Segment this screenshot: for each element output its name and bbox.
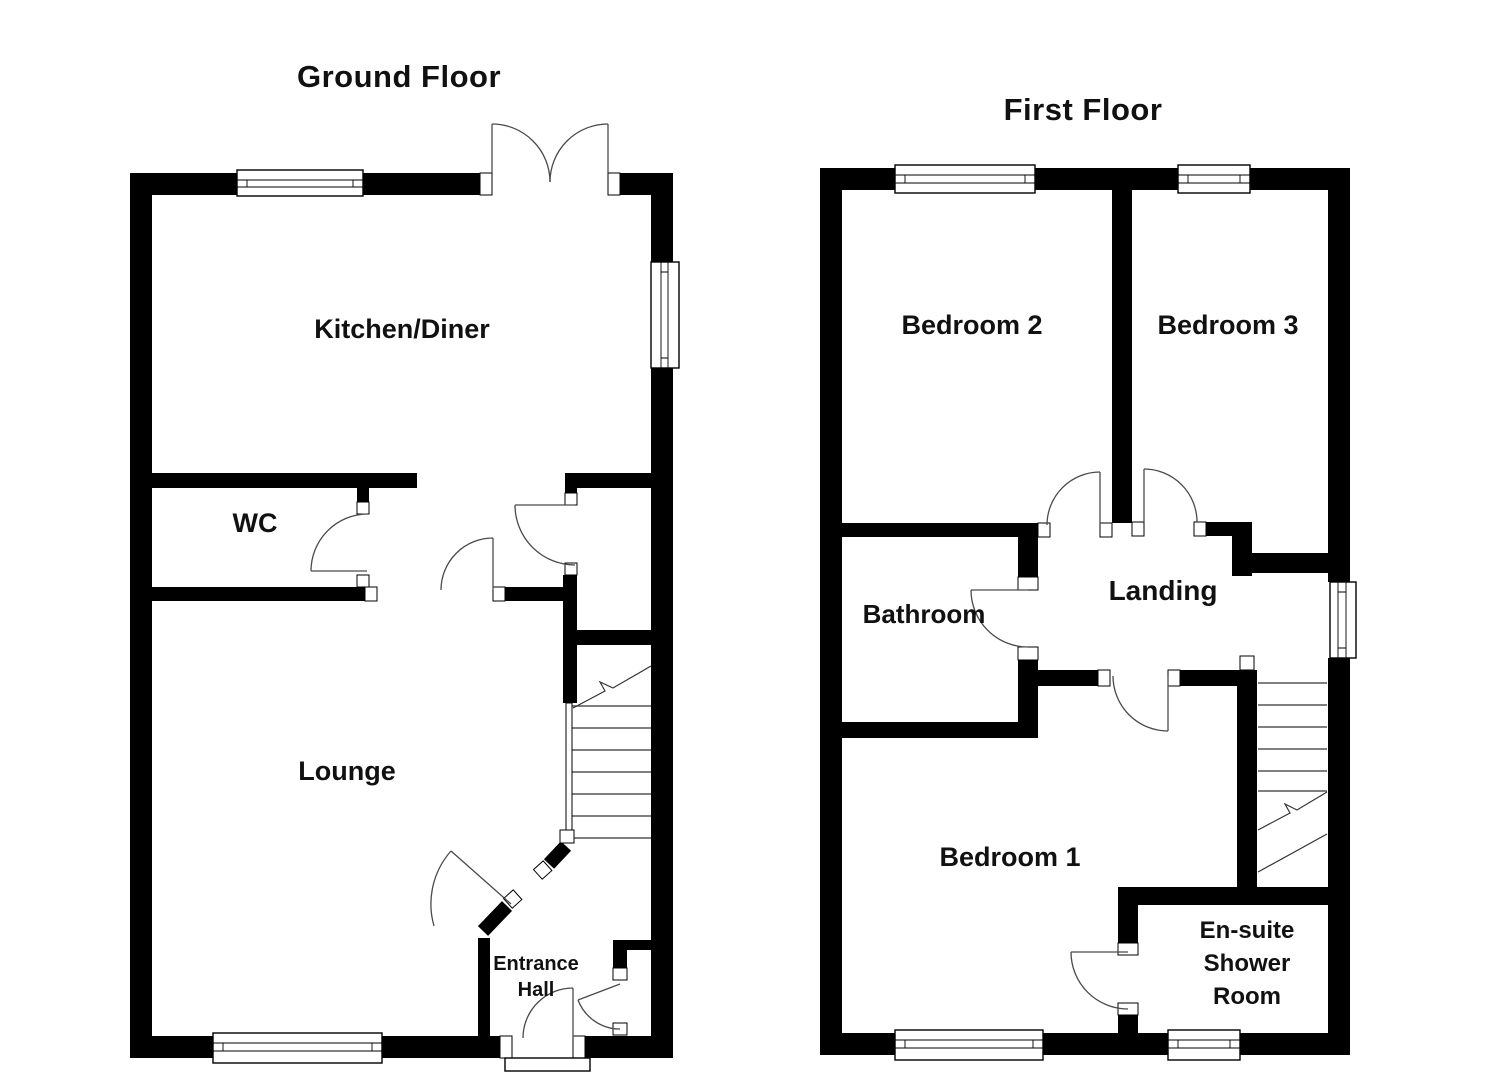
kitchen-lounge-door [440, 537, 494, 591]
stair-break-line [572, 665, 652, 709]
kitchen-window [236, 169, 364, 197]
ground-floor-windows [212, 169, 680, 1072]
bedroom2-label: Bedroom 2 [901, 310, 1042, 340]
french-doors [491, 123, 609, 183]
first-floor-doors [970, 468, 1198, 1010]
lounge-label: Lounge [298, 756, 395, 786]
landing-label: Landing [1109, 575, 1218, 606]
lounge-hall-door [430, 850, 512, 927]
kitchen-diner-label: Kitchen/Diner [314, 314, 490, 344]
ensuite-window [1167, 1029, 1241, 1061]
bathroom-label: Bathroom [863, 599, 986, 629]
ground-floor-plan: Ground Floor Kitchen/Diner WC Lounge Ent… [130, 59, 680, 1072]
bedroom1-window [894, 1029, 1044, 1061]
entrance-hall-label-line2: Hall [518, 979, 555, 1001]
landing-window [1329, 581, 1357, 659]
lounge-window [212, 1032, 383, 1064]
stair-newel [559, 829, 575, 844]
diagonal-wall-lower [477, 901, 513, 936]
first-floor-jambs [1017, 521, 1207, 1016]
bathroom-door [970, 589, 1029, 648]
first-floor-windows [894, 164, 1357, 1061]
wc-label: WC [233, 508, 278, 538]
first-floor-title: First Floor [1004, 92, 1163, 127]
bedroom3-window [1177, 164, 1251, 194]
bedroom3-door [1143, 468, 1198, 523]
ground-floor-jambs [356, 172, 628, 1059]
bedroom2-window [894, 164, 1036, 194]
stair-newel [1239, 655, 1255, 671]
ensuite-door [1070, 951, 1129, 1010]
ensuite-label-line2: Shower [1204, 950, 1291, 977]
ground-floor-stairs [559, 665, 652, 844]
ground-floor-doors [310, 123, 621, 1039]
first-floor-plan: First Floor Bedroom 2 Bedroom 3 Bathroom… [820, 92, 1357, 1061]
kitchen-side-window [650, 261, 680, 369]
kitchen-hall-door [514, 504, 576, 566]
diagonal-wall-upper [543, 841, 572, 869]
wc-door [310, 513, 368, 572]
front-door-threshold [504, 1057, 591, 1072]
bedroom1-door [1112, 675, 1169, 732]
first-floor-labels: First Floor Bedroom 2 Bedroom 3 Bathroom… [863, 92, 1299, 1010]
ground-floor-walls [130, 173, 673, 1058]
stair-rail [565, 702, 573, 831]
ensuite-label-line1: En-suite [1200, 917, 1295, 944]
bedroom3-label: Bedroom 3 [1157, 310, 1298, 340]
bedroom1-label: Bedroom 1 [939, 842, 1080, 872]
ground-floor-title: Ground Floor [297, 59, 501, 94]
cupboard-door [577, 983, 621, 1030]
stair-break-line [1257, 791, 1328, 831]
first-floor-stairs [1239, 655, 1328, 873]
ensuite-label-line3: Room [1213, 983, 1281, 1010]
front-door [522, 987, 574, 1039]
first-floor-walls [820, 168, 1350, 1055]
ground-floor-labels: Ground Floor Kitchen/Diner WC Lounge Ent… [233, 59, 579, 1001]
bedroom2-door [1046, 471, 1101, 526]
entrance-hall-label-line1: Entrance [493, 953, 579, 975]
